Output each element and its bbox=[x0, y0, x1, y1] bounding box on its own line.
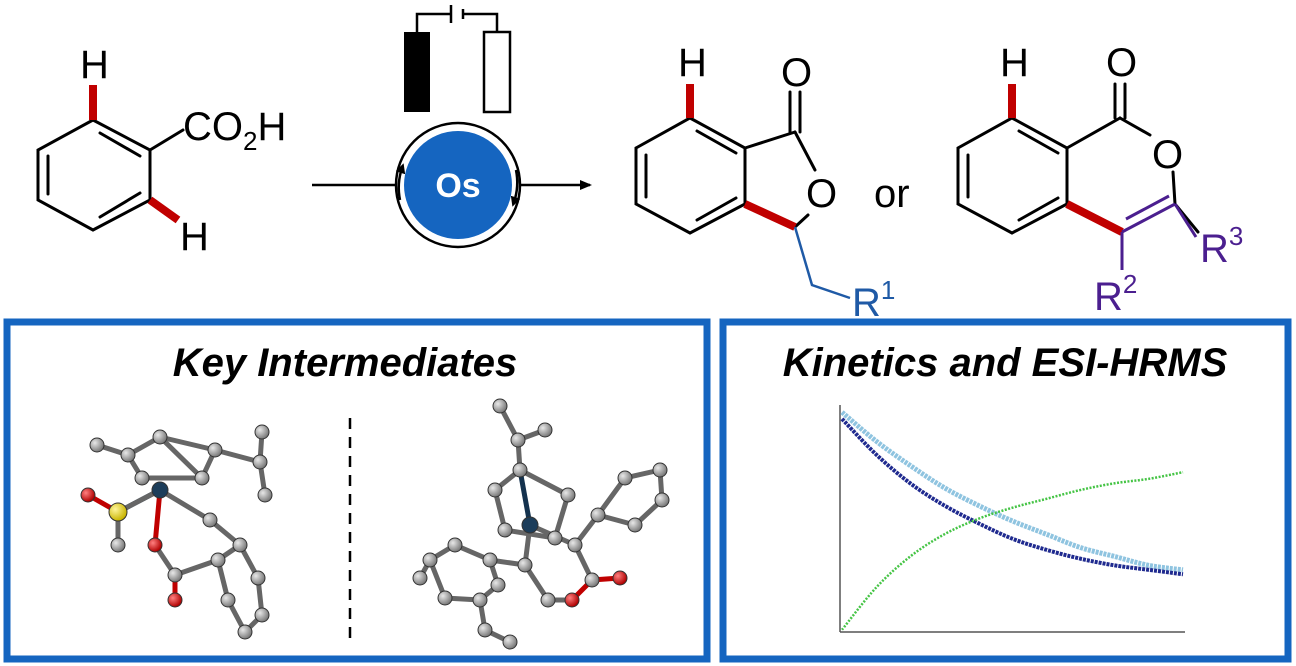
cathode-electrode bbox=[482, 30, 512, 114]
product1-new-cc-bond bbox=[743, 200, 797, 231]
sm-h-top: H bbox=[80, 43, 109, 87]
electrochemical-cell-icon bbox=[404, 5, 512, 114]
product2-new-cc-bond bbox=[1065, 200, 1124, 236]
left-panel-title: Key Intermediates bbox=[173, 341, 518, 385]
left-panel-border bbox=[3, 318, 711, 663]
phthalide-product-structure: H O O R1 bbox=[634, 41, 895, 325]
product2-r2-label: R2 bbox=[1094, 269, 1137, 319]
product2-h: H bbox=[1000, 41, 1029, 85]
product1-ring-o: O bbox=[806, 172, 837, 216]
os-catalyst-disc bbox=[404, 131, 512, 239]
osmium-catalyst-cycle: Os bbox=[394, 121, 522, 249]
catalyst-metal-label: Os bbox=[435, 167, 480, 205]
product1-r1-label: R1 bbox=[852, 275, 895, 325]
product1-carbonyl-o: O bbox=[781, 51, 812, 95]
sm-h-bottom: H bbox=[180, 215, 209, 259]
benzoic-acid-structure: H H CO2H bbox=[36, 43, 286, 259]
intermediate-2-crystal-structure bbox=[412, 398, 670, 650]
product1-h: H bbox=[678, 41, 707, 85]
key-intermediates-panel: Key Intermediates bbox=[3, 318, 711, 663]
kinetics-plot-area bbox=[840, 410, 1184, 631]
intermediate-1-crystal-structure bbox=[80, 424, 273, 640]
product2-ring-o: O bbox=[1152, 133, 1183, 177]
ortho-ch-bond-bottom bbox=[147, 196, 181, 224]
product2-r3-label: R3 bbox=[1200, 221, 1243, 271]
series-dark-blue-curve bbox=[840, 417, 1184, 577]
series-light-blue-curve bbox=[840, 410, 1184, 573]
anode-electrode bbox=[404, 32, 430, 112]
cycle-arrow-down-icon bbox=[510, 169, 521, 207]
product2-carbonyl-o: O bbox=[1106, 41, 1137, 85]
kinetics-panel: Kinetics and ESI-HRMS bbox=[719, 318, 1292, 663]
isocoumarin-product-structure: H O O R2 R3 bbox=[956, 41, 1243, 319]
cycle-arrow-up-icon bbox=[395, 163, 406, 201]
right-panel-title: Kinetics and ESI-HRMS bbox=[783, 341, 1228, 385]
series-green-curve bbox=[841, 470, 1184, 631]
right-panel-border bbox=[719, 318, 1292, 663]
or-text: or bbox=[874, 172, 910, 216]
sm-carboxylic-acid-label: CO2H bbox=[183, 105, 286, 156]
